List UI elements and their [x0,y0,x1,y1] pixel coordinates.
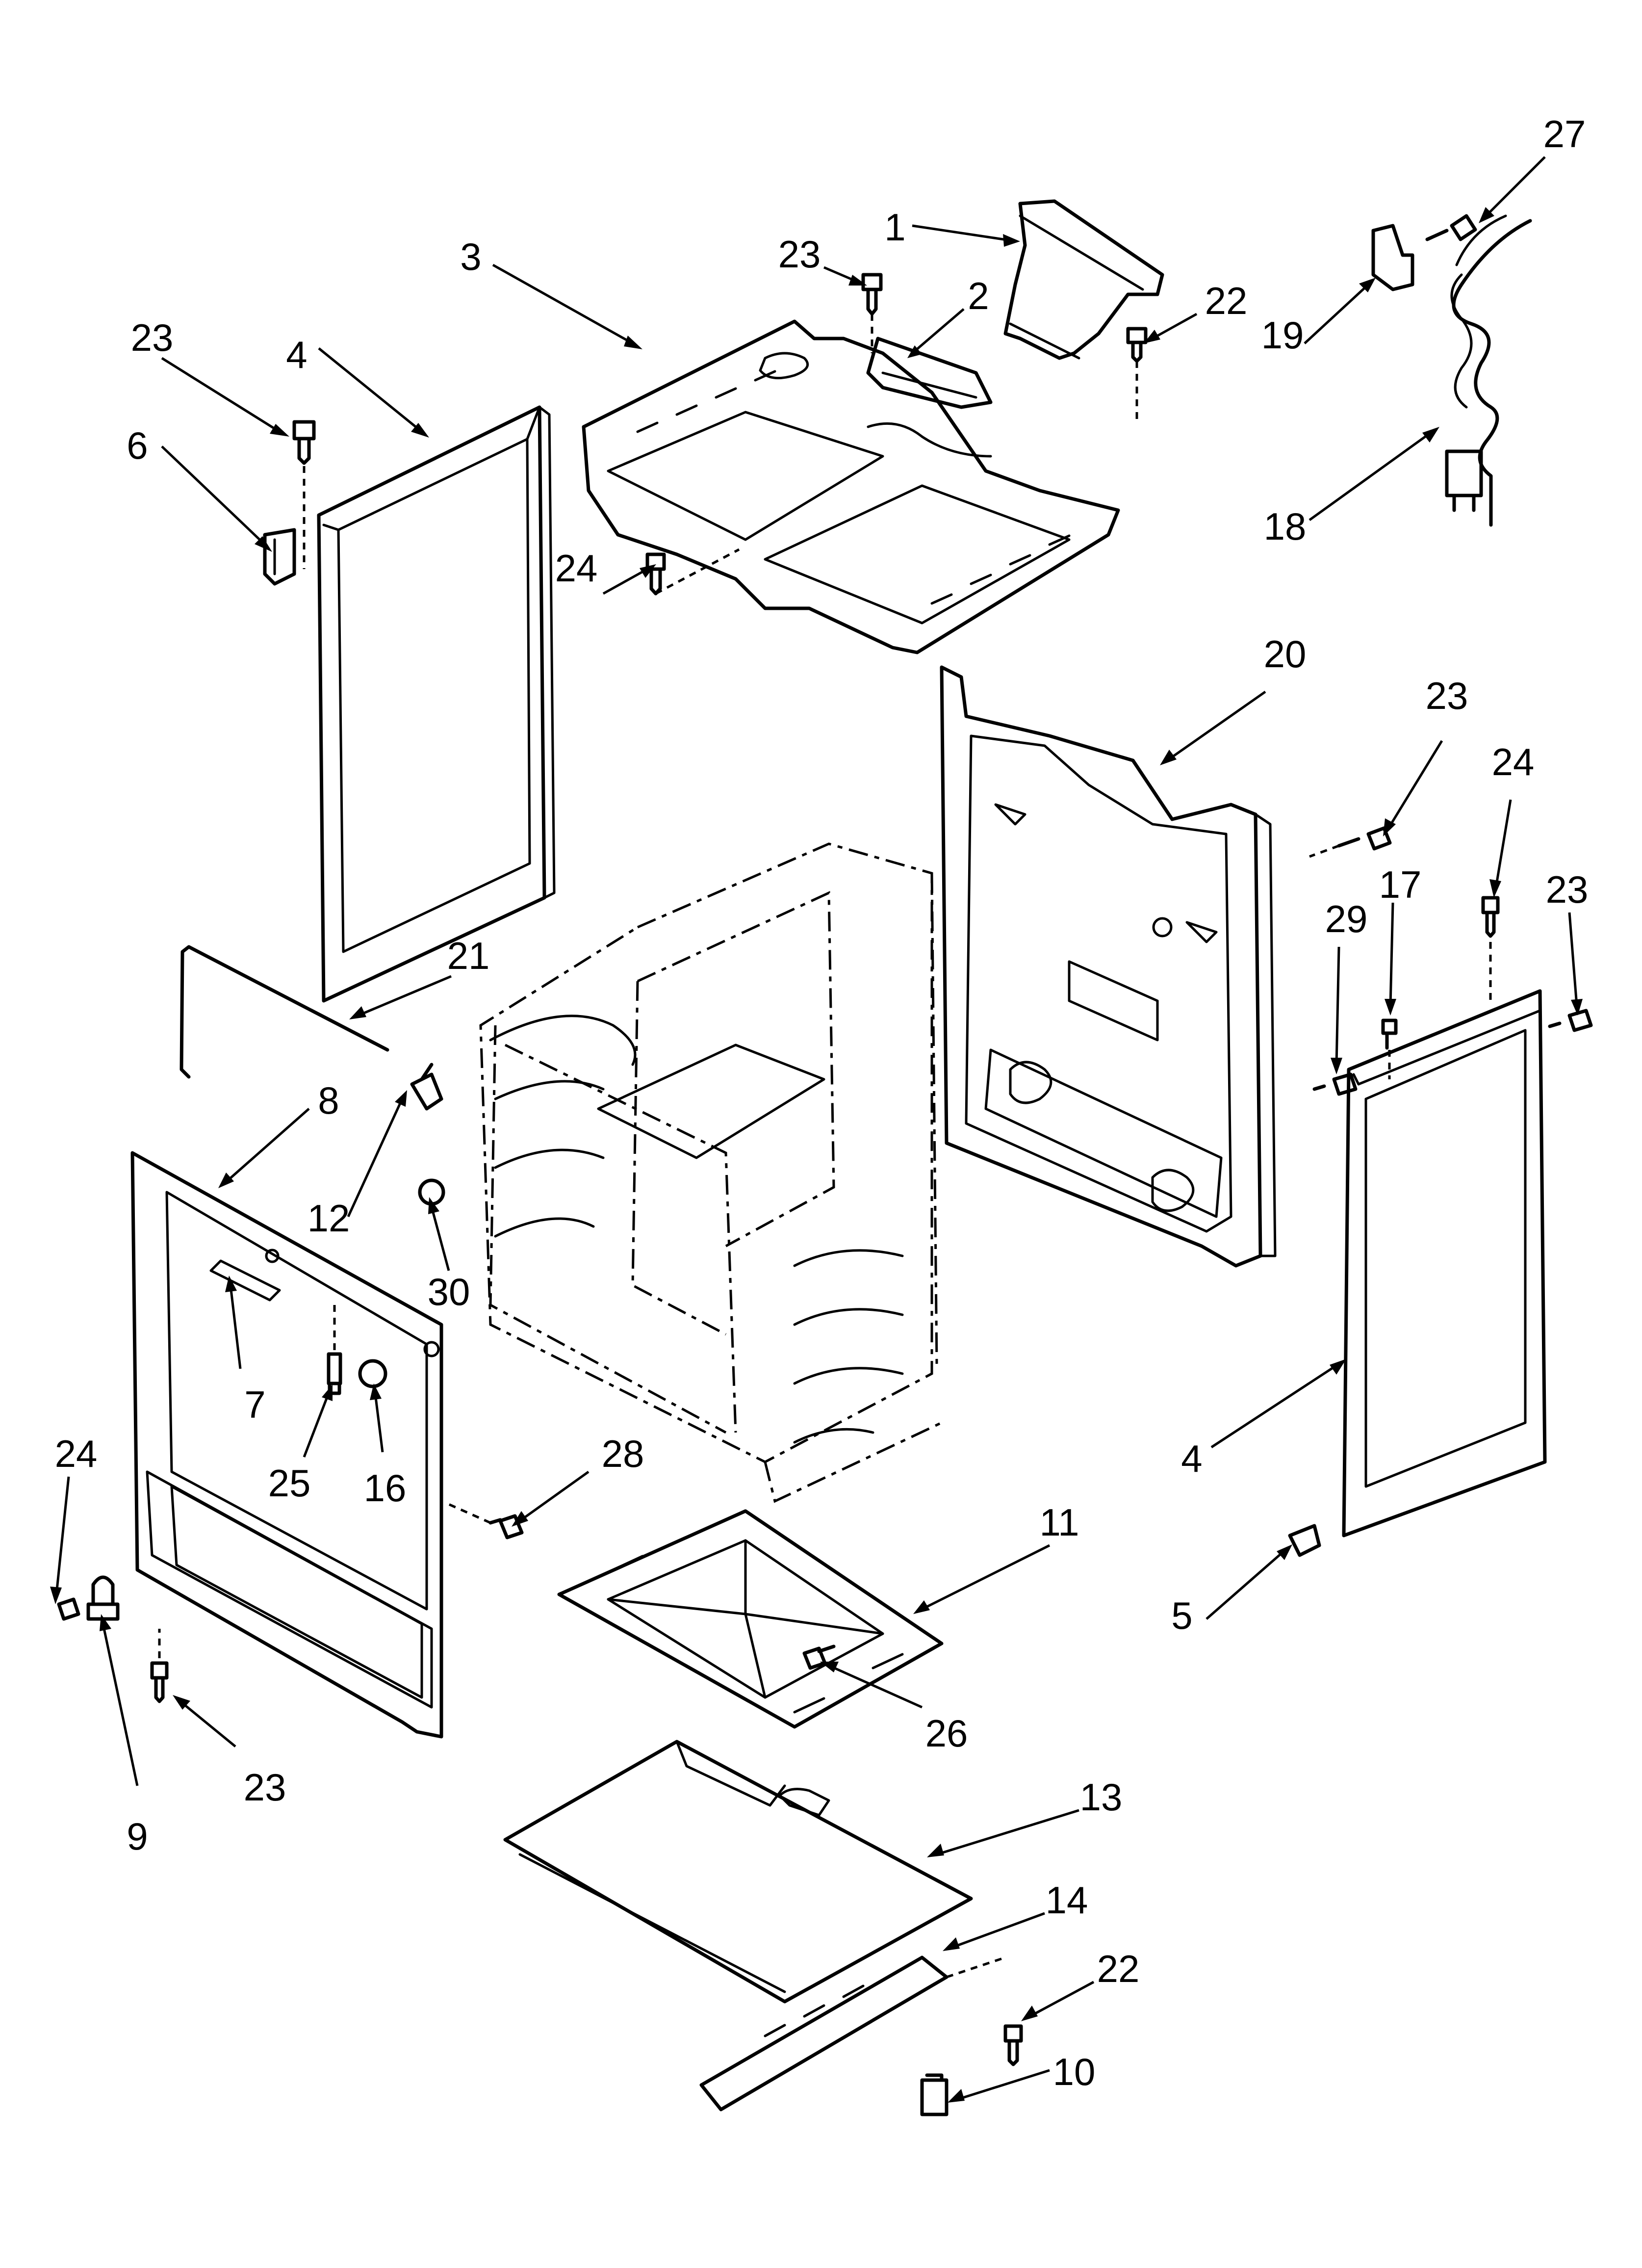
part-9-leg-leveler [86,1575,120,1621]
part-21-gasket-rod [180,945,389,1079]
callout-11: 11 [1040,1501,1079,1544]
part-11-oven-bottom [557,1509,944,1729]
screw-27 [1425,214,1477,241]
callout-25: 25 [268,1461,311,1505]
callout-30: 30 [428,1270,470,1313]
callout-28: 28 [602,1432,644,1475]
callout-17: 17 [1379,863,1422,906]
part-25-screw [327,1305,342,1395]
callout-5: 5 [1171,1594,1192,1637]
callout-14: 14 [1046,1878,1088,1922]
oven-cavity [479,842,943,1503]
part-1-vent-bracket [1003,199,1164,360]
callout-26: 26 [925,1712,968,1755]
callout-27: 27 [1543,112,1586,156]
callout-22-bottom: 22 [1097,1947,1140,1990]
callout-23-top-center: 23 [778,233,821,276]
callout-10: 10 [1053,2050,1096,2093]
callout-8: 8 [318,1079,339,1122]
part-12-clip [410,1063,443,1111]
screw-24-right [1481,896,1500,1001]
screw-22-top [1126,327,1148,425]
callout-23-rear: 23 [1426,674,1468,717]
callout-23-bottom-left: 23 [244,1766,286,1809]
part-19-cord-bracket [1371,224,1414,291]
callout-22-top: 22 [1205,279,1248,322]
callout-2: 2 [968,274,989,317]
callout-24-left: 24 [55,1432,98,1475]
part-28-screw [445,1502,524,1539]
part-13-bottom-panel [503,1740,973,2004]
callout-9: 9 [127,1815,148,1858]
callout-19: 19 [1261,313,1304,357]
screw-29 [1312,1072,1358,1096]
callout-24-right: 24 [1492,740,1535,783]
leader-lines [50,156,1583,2103]
part-4-right-side-panel [1342,989,1547,1538]
callout-21: 21 [447,934,490,977]
screw-24-top-frame [645,548,740,596]
screw-22-bottom [1003,2024,1023,2066]
part-6-hinge-bracket [263,528,296,586]
part-3-top-frame [582,319,1120,654]
part-14-rail [699,1955,1006,2112]
callout-12: 12 [308,1197,350,1240]
callout-4-left: 4 [286,333,307,376]
callout-16: 16 [364,1466,407,1510]
part-5-clip [1288,1524,1321,1557]
callout-23-top-left: 23 [131,316,174,359]
part-18-power-cord [1445,214,1532,527]
callout-24-top-frame: 24 [555,547,598,590]
callout-4-right: 4 [1181,1437,1202,1480]
callout-23-right: 23 [1546,868,1589,911]
callout-29: 29 [1325,897,1368,940]
part-10-leveling-foot [920,2073,949,2116]
part-20-rear-panel [940,665,1277,1268]
screw-23-rear-right [1309,826,1392,858]
part-8-front-frame [130,1151,443,1739]
screw-23-left-top [292,420,316,569]
callout-3: 3 [460,235,481,278]
screw-24-left-bottom [57,1597,80,1621]
screw-23-far-right [1548,1009,1593,1032]
callout-13: 13 [1080,1775,1123,1819]
callout-18: 18 [1264,505,1307,548]
part-30-knob [418,1178,445,1206]
callout-1: 1 [884,206,905,249]
part-16-knob [358,1359,387,1388]
part-4-left-side-panel [317,405,556,1003]
callout-20: 20 [1264,632,1307,676]
part-17-screw [1381,1018,1398,1079]
part-2-bracket [866,337,993,409]
callout-7: 7 [244,1383,265,1426]
screw-23-left-bottom [150,1629,169,1703]
callout-labels: 1 2 3 4 4 5 6 7 8 9 10 11 12 13 14 16 17… [55,112,1589,2093]
callout-6: 6 [127,424,148,467]
